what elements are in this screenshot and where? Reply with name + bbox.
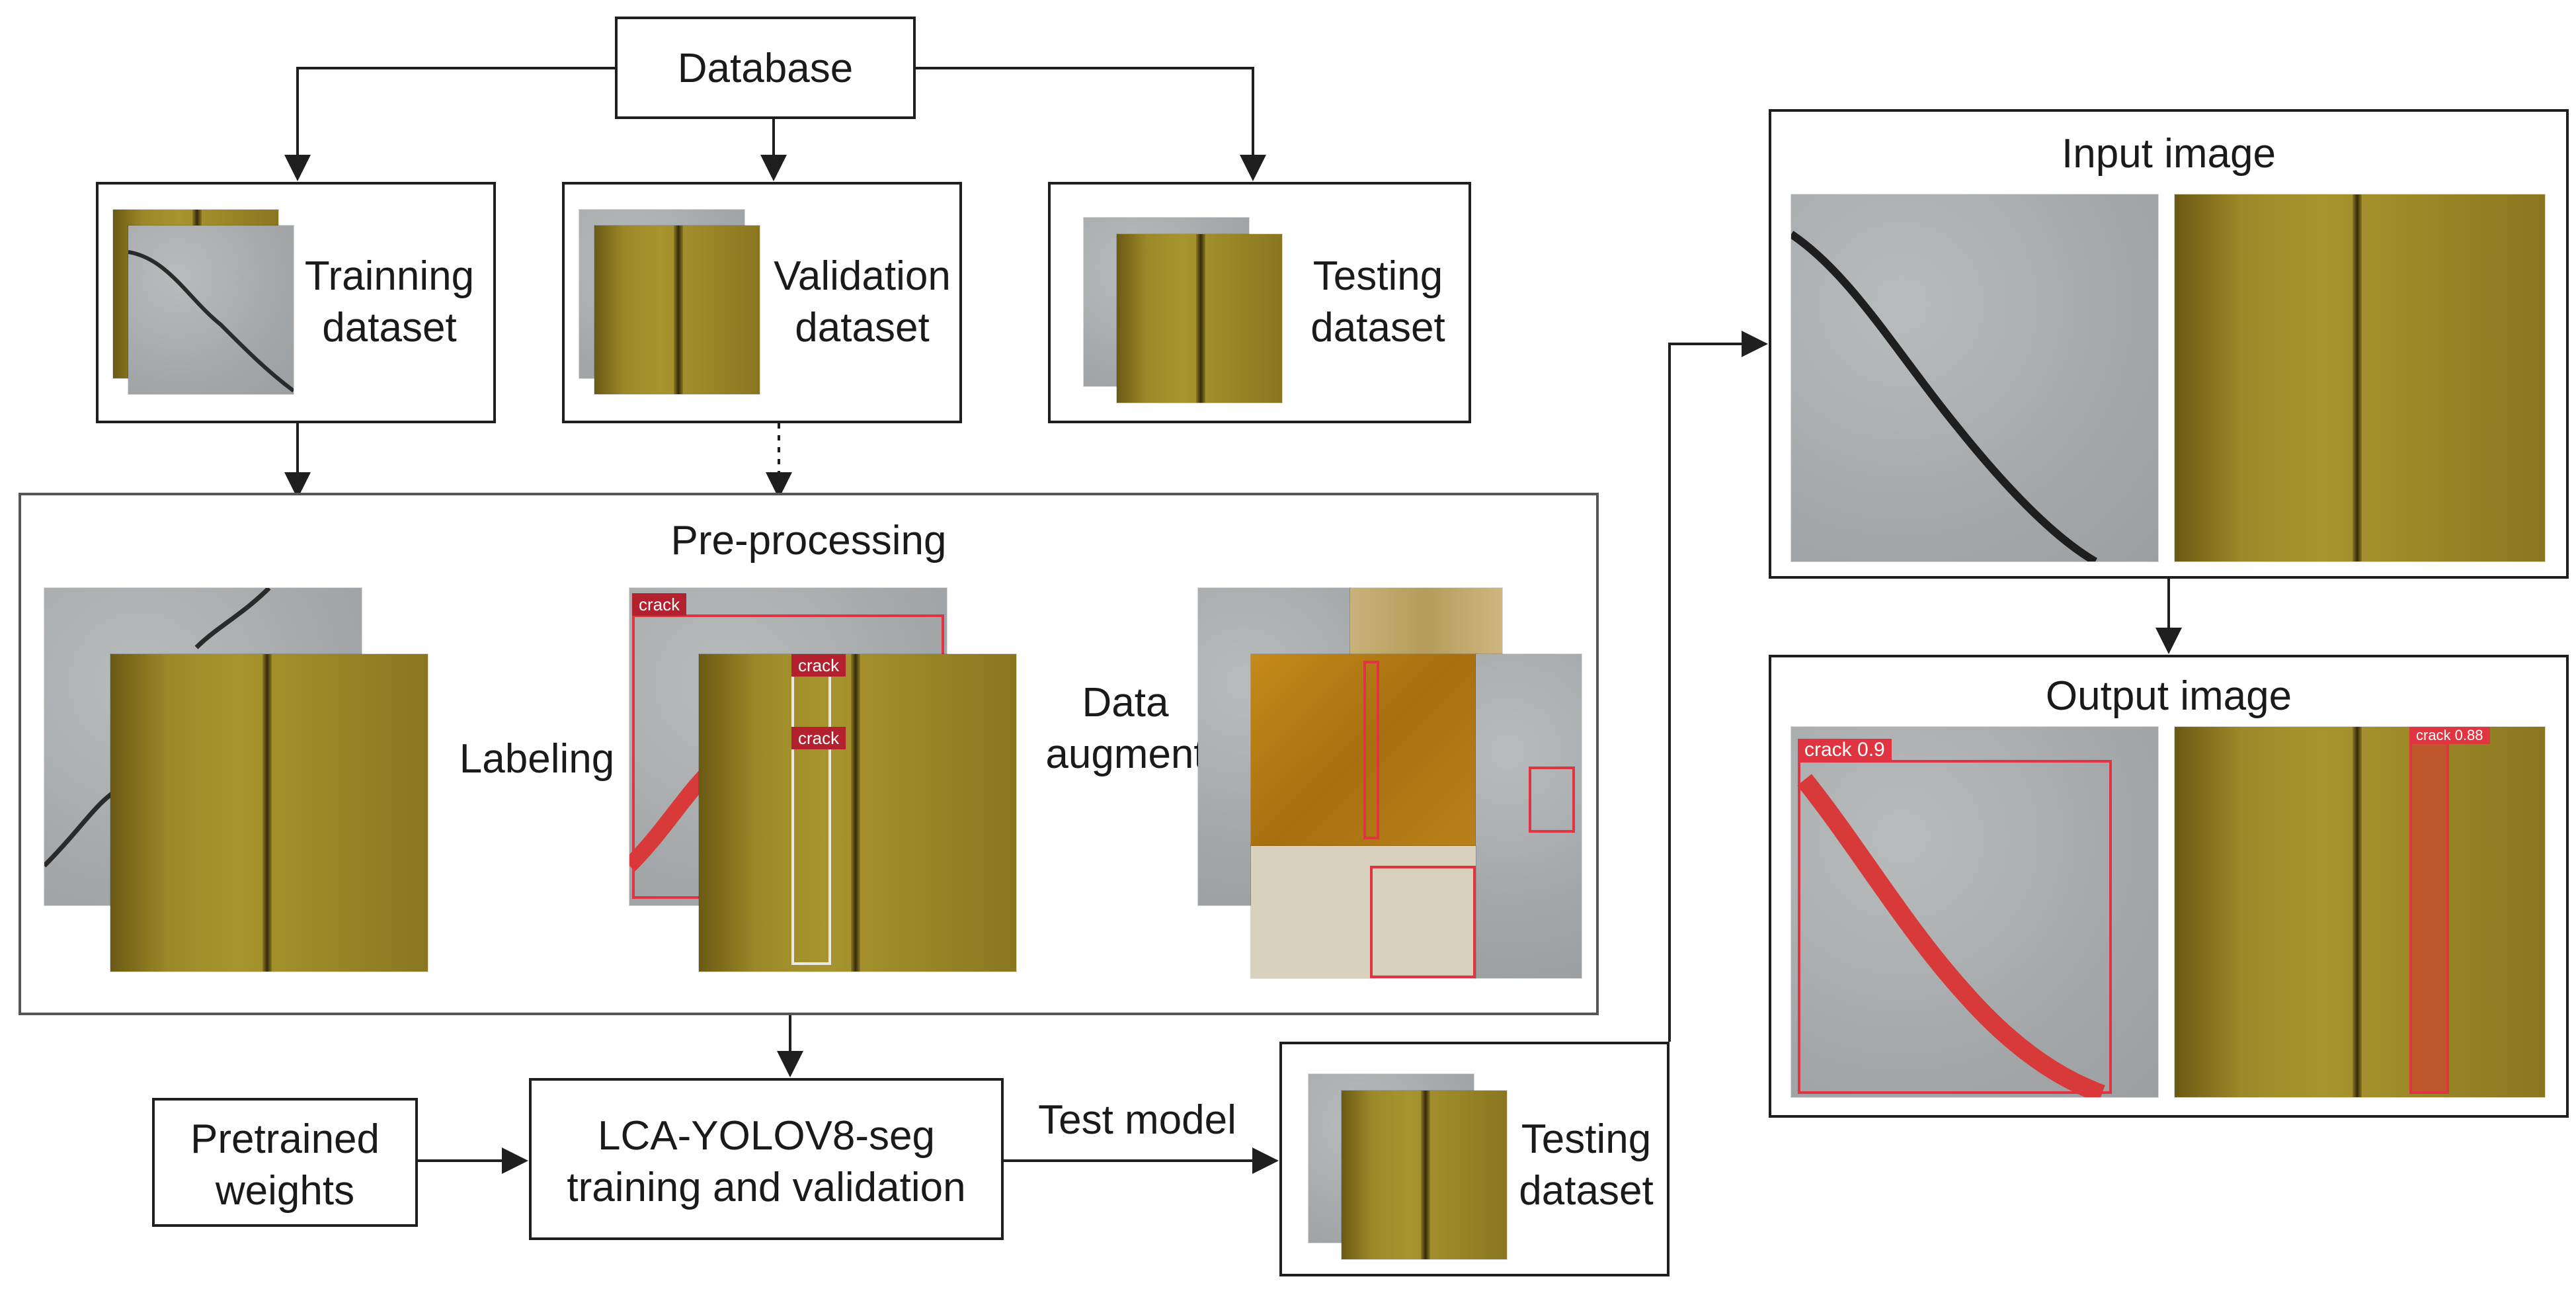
augment-mosaic bbox=[1198, 588, 1582, 978]
crack-score-tag: crack 0.88 bbox=[2409, 727, 2490, 744]
crack-tag: crack bbox=[791, 654, 846, 677]
thumb-yellow-crack bbox=[1342, 1091, 1507, 1259]
preprocessing-node: Pre-processing Labeling crack crack crac… bbox=[19, 493, 1599, 1015]
thumb-yellow-crack bbox=[594, 226, 760, 394]
thumb-crack-gray bbox=[128, 226, 294, 394]
training-dataset-label: Trainning dataset bbox=[304, 253, 475, 351]
input-image-gray bbox=[1791, 194, 2158, 562]
bbox bbox=[1363, 661, 1379, 839]
labeled-image-yellow: crack crack bbox=[699, 654, 1016, 972]
pretrained-weights-label: Pretrained weights bbox=[190, 1116, 380, 1214]
model-node: LCA-YOLOV8-seg training and validation bbox=[529, 1078, 1004, 1240]
output-image-node: Output image crack 0.9 crack 0.88 bbox=[1769, 655, 2569, 1118]
input-image-node: Input image bbox=[1769, 109, 2569, 579]
mosaic-tile bbox=[1251, 654, 1476, 846]
mosaic-tile bbox=[1476, 654, 1582, 978]
mosaic-tile bbox=[1251, 846, 1476, 978]
bbox bbox=[2409, 740, 2449, 1094]
output-image-yellow: crack 0.88 bbox=[2175, 727, 2545, 1097]
arrow-db-training bbox=[284, 67, 615, 181]
bbox bbox=[1370, 866, 1476, 978]
input-image-yellow bbox=[2175, 194, 2545, 562]
crack-tag: crack bbox=[791, 727, 846, 749]
input-image-label: Input image bbox=[2062, 131, 2276, 177]
database-label: Database bbox=[677, 46, 854, 91]
validation-dataset-label: Validation dataset bbox=[774, 253, 951, 351]
test-model-label: Test model bbox=[1038, 1097, 1236, 1143]
arrow-testing-input bbox=[1668, 331, 1768, 1042]
preprocessing-label: Pre-processing bbox=[670, 518, 947, 563]
bbox bbox=[1798, 760, 2112, 1094]
data-augment-label: Data augment bbox=[1045, 680, 1205, 777]
database-node: Database bbox=[615, 17, 916, 119]
testing-dataset-label-bottom: Testing dataset bbox=[1519, 1116, 1654, 1214]
bbox bbox=[791, 674, 831, 965]
model-label: LCA-YOLOV8-seg training and validation bbox=[567, 1113, 966, 1210]
bbox bbox=[1529, 767, 1575, 833]
testing-dataset-label-top: Testing dataset bbox=[1310, 253, 1445, 351]
testing-dataset-node-bottom: Testing dataset bbox=[1279, 1042, 1670, 1276]
crack-score-tag: crack 0.9 bbox=[1798, 739, 1892, 761]
pretrained-weights-node: Pretrained weights bbox=[152, 1098, 418, 1227]
validation-dataset-node: Validation dataset bbox=[562, 182, 962, 423]
training-dataset-node: Trainning dataset bbox=[96, 182, 496, 423]
thumb-yellow-crack bbox=[1117, 234, 1282, 403]
labeling-label: Labeling bbox=[459, 736, 615, 782]
output-image-label: Output image bbox=[2045, 673, 2292, 719]
output-image-gray: crack 0.9 bbox=[1791, 727, 2158, 1097]
testing-dataset-node-top: Testing dataset bbox=[1048, 182, 1471, 423]
arrow-db-testing bbox=[916, 67, 1266, 181]
crack-tag: crack bbox=[632, 593, 687, 616]
raw-image-yellow bbox=[110, 654, 428, 972]
